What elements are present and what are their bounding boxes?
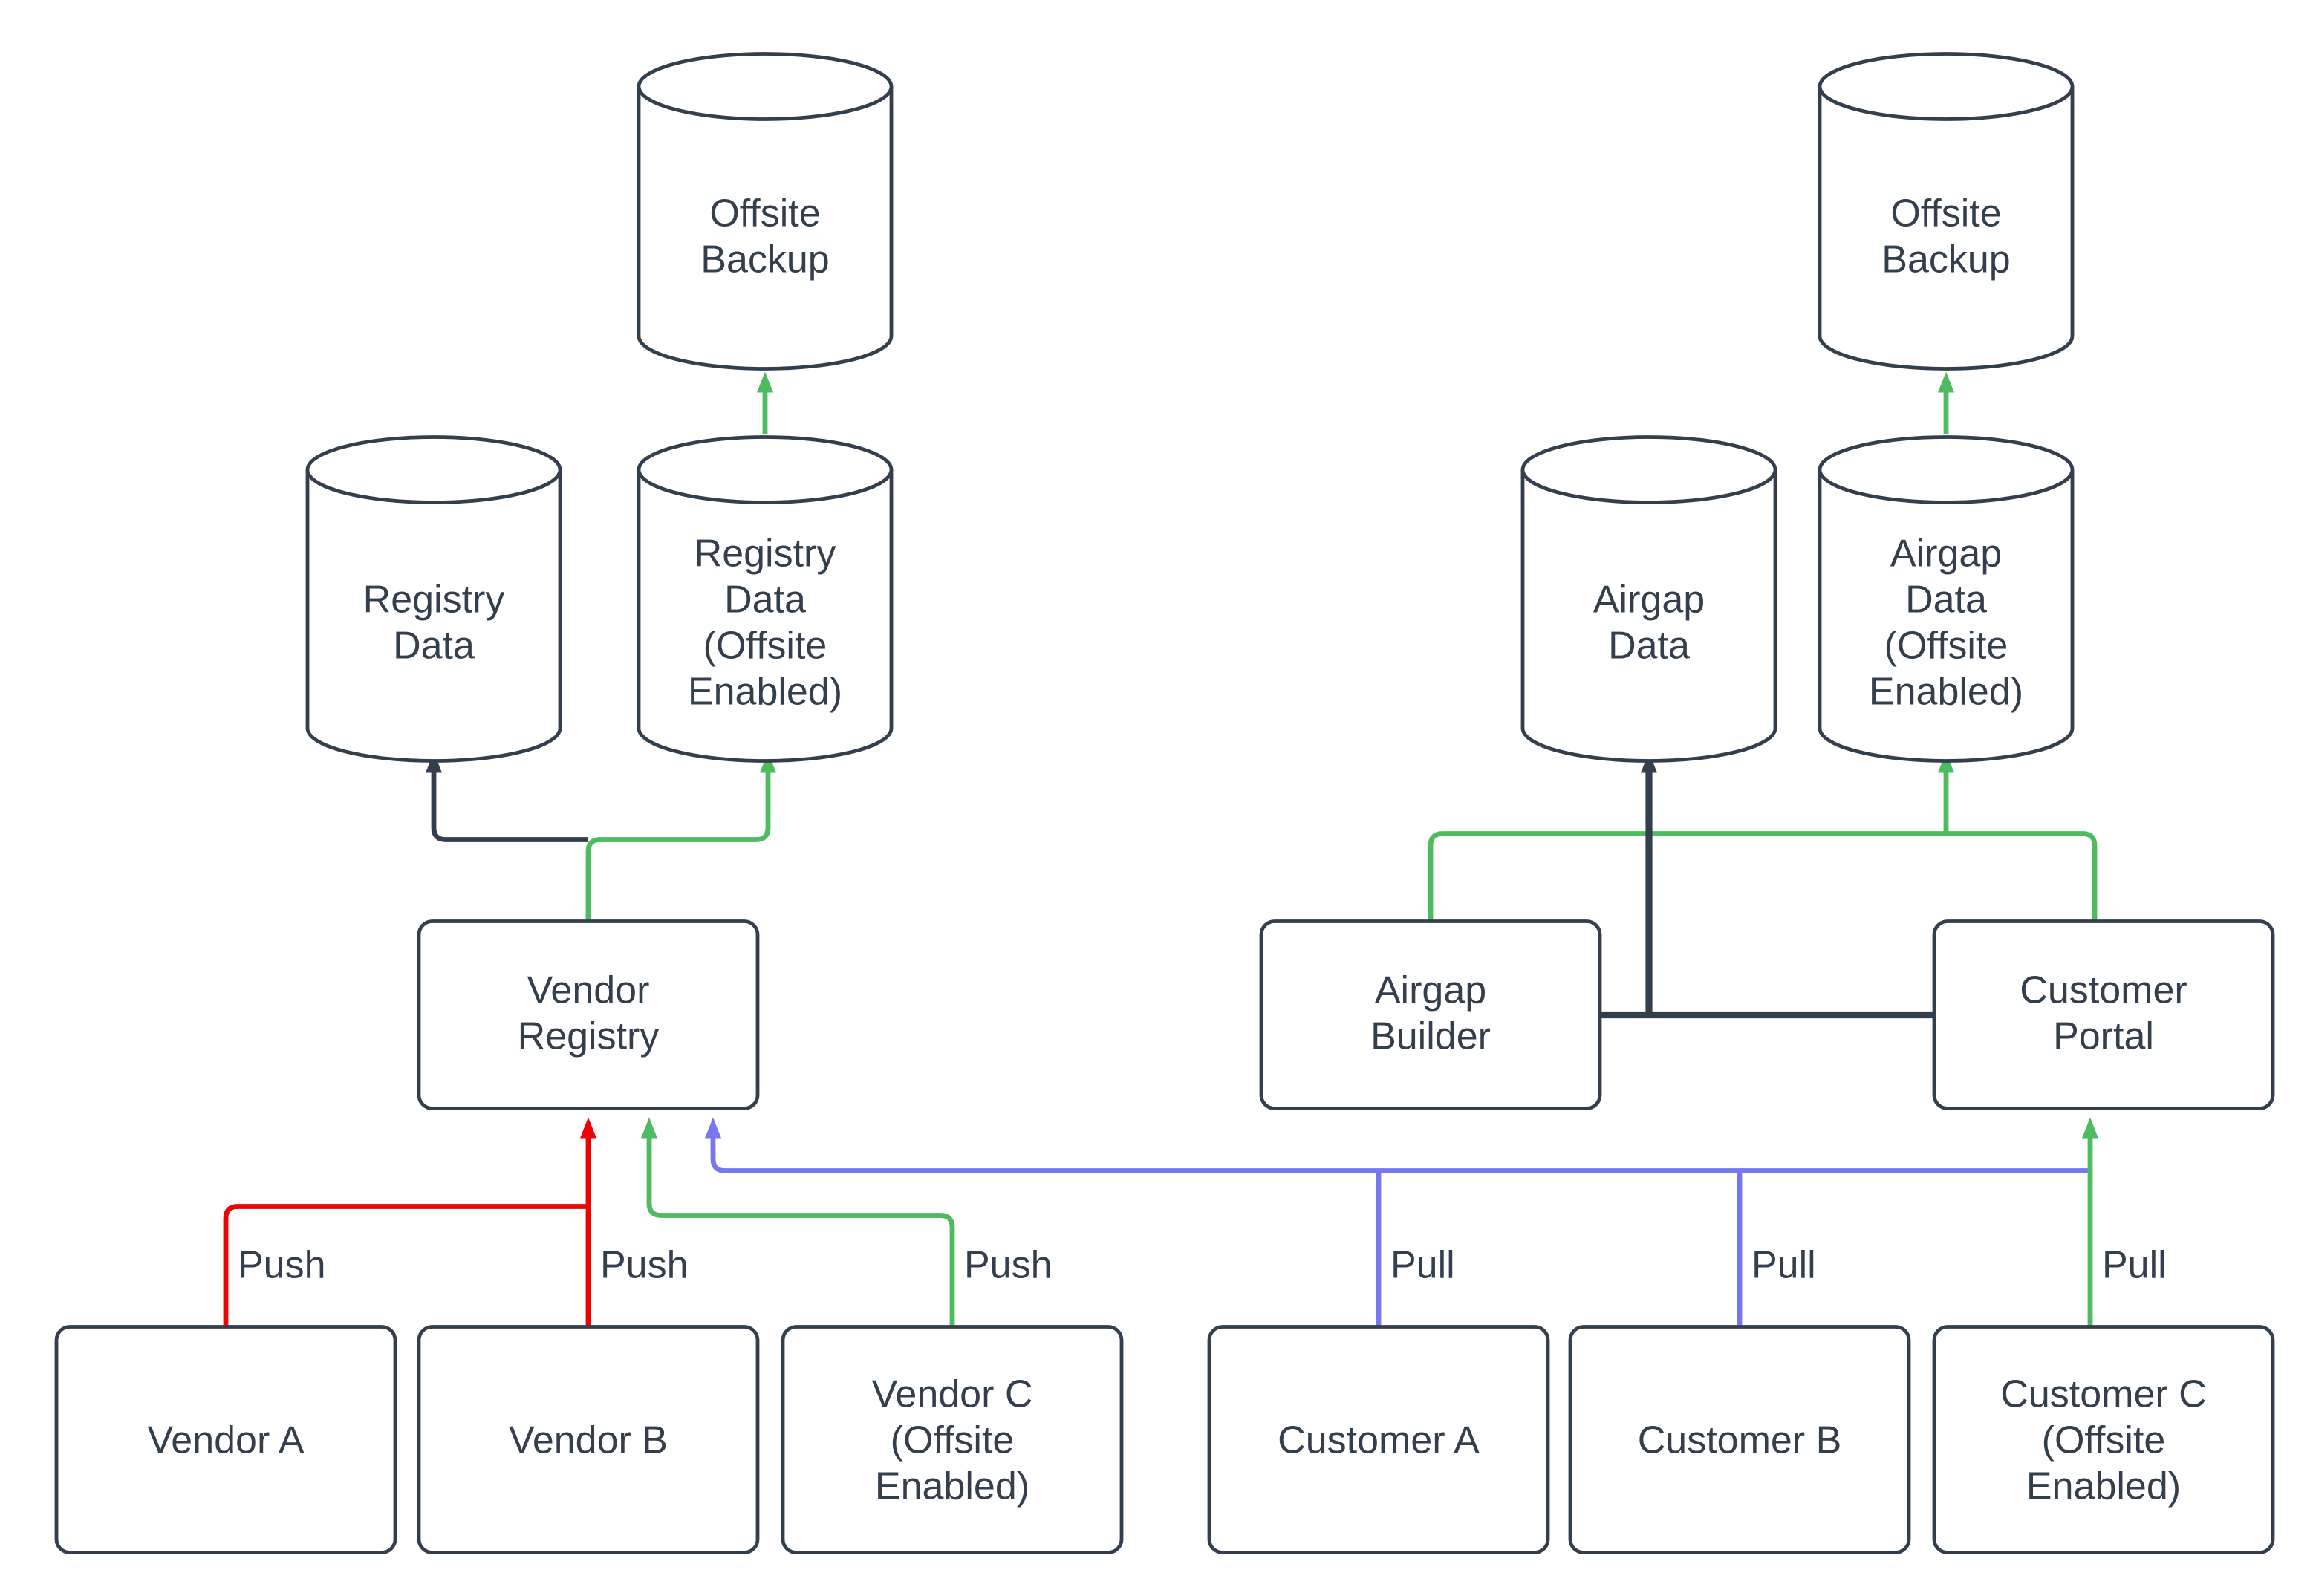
cylinder-body	[308, 469, 560, 729]
node-label: (Offsite	[703, 625, 827, 668]
cylinder-top	[637, 52, 894, 121]
node-label: Enabled)	[2026, 1465, 2181, 1508]
node-label: Registry	[694, 532, 836, 576]
edge-customers-ab-to-vendor-registry	[713, 1136, 2090, 1327]
node-label: Offsite	[1890, 192, 2001, 235]
cylinder-body	[639, 86, 891, 336]
node-label: Vendor A	[147, 1419, 304, 1462]
edge-label-push-vendor-b: Push	[600, 1244, 689, 1287]
node-label: Data	[1905, 579, 1987, 622]
node-label: (Offsite	[891, 1419, 1015, 1462]
node-customer-a: Customer A	[1207, 1325, 1550, 1554]
cylinder-body	[1523, 469, 1775, 729]
node-label: Vendor B	[509, 1419, 668, 1462]
box-shape	[1207, 1325, 1550, 1554]
node-label: (Offsite	[2042, 1419, 2166, 1462]
box-shape	[417, 1325, 760, 1554]
node-label: Airgap	[1890, 532, 2002, 576]
node-airgap-builder: Airgap Builder	[1259, 919, 1602, 1110]
node-label: Airgap	[1375, 969, 1486, 1012]
node-label: Builder	[1370, 1015, 1491, 1058]
box-shape	[1932, 919, 2275, 1110]
node-label: Data	[1608, 625, 1690, 668]
node-vendor-a: Vendor A	[54, 1325, 397, 1554]
edge-label-pull-customer-c: Pull	[2102, 1244, 2167, 1287]
node-airgap-data-offsite: Airgap Data (Offsite Enabled)	[1818, 435, 2075, 763]
node-label: Vendor	[527, 969, 650, 1012]
box-shape	[1932, 1325, 2275, 1554]
node-label: Registry	[363, 579, 505, 622]
box-shape	[417, 919, 760, 1110]
node-registry-data-offsite: Registry Data (Offsite Enabled)	[637, 435, 894, 763]
cylinder-top	[637, 435, 894, 504]
node-label: Enabled)	[875, 1465, 1029, 1508]
node-label: Airgap	[1593, 579, 1705, 622]
edge-builder-portal-to-airgap-data-offsite	[1428, 770, 2098, 922]
node-customer-b: Customer B	[1568, 1325, 1911, 1554]
cylinder-top	[1520, 435, 1777, 504]
edge-label-pull-customer-a: Pull	[1390, 1244, 1455, 1287]
cylinder-body	[1820, 469, 2072, 729]
edge-builder-portal-to-airgap-data	[1600, 770, 1934, 1019]
node-offsite-backup-right: Offsite Backup	[1818, 52, 2075, 371]
node-customer-c: Customer C (Offsite Enabled)	[1932, 1325, 2275, 1554]
node-label: (Offsite	[1884, 625, 2008, 668]
edge-vendor-registry-to-registry-data-offsite	[585, 752, 776, 922]
node-vendor-c: Vendor C (Offsite Enabled)	[781, 1325, 1124, 1554]
box-shape	[54, 1325, 397, 1554]
box-shape	[1568, 1325, 1911, 1554]
node-airgap-data: Airgap Data	[1520, 435, 1777, 763]
edge-label-push-vendor-c: Push	[964, 1244, 1053, 1287]
cylinder-top	[1818, 435, 2075, 504]
node-label: Customer C	[2000, 1373, 2206, 1416]
edge-label-push-vendor-a: Push	[238, 1244, 326, 1287]
node-label: Registry	[518, 1015, 660, 1058]
node-label: Enabled)	[688, 671, 842, 714]
node-label: Customer	[2020, 969, 2187, 1012]
cylinder-top	[305, 435, 562, 504]
box-shape	[1259, 919, 1602, 1110]
edge-vendor-c-to-vendor-registry	[641, 1117, 955, 1327]
edge-vendor-registry-to-registry-data	[426, 752, 588, 842]
node-label: Offsite	[709, 192, 820, 235]
cylinder-top	[1818, 52, 2075, 121]
cylinder-body	[639, 469, 891, 729]
node-vendor-b: Vendor B	[417, 1325, 760, 1554]
node-offsite-backup-left: Offsite Backup	[637, 52, 894, 371]
node-label: Data	[724, 579, 806, 622]
node-label: Vendor C	[872, 1373, 1033, 1416]
node-registry-data: Registry Data	[305, 435, 562, 763]
node-label: Backup	[700, 238, 829, 281]
cylinder-body	[1820, 86, 2072, 336]
edge-label-pull-customer-b: Pull	[1751, 1244, 1816, 1287]
node-vendor-registry: Vendor Registry	[417, 919, 760, 1110]
node-customer-portal: Customer Portal	[1932, 919, 2275, 1110]
node-label: Data	[393, 625, 475, 668]
node-label: Enabled)	[1869, 671, 2023, 714]
edge-vendors-ab-to-vendor-registry	[223, 1136, 588, 1327]
node-label: Customer A	[1278, 1419, 1480, 1462]
node-label: Portal	[2053, 1015, 2154, 1058]
node-label: Customer B	[1638, 1419, 1842, 1462]
node-label: Backup	[1881, 238, 2010, 281]
box-shape	[781, 1325, 1124, 1554]
